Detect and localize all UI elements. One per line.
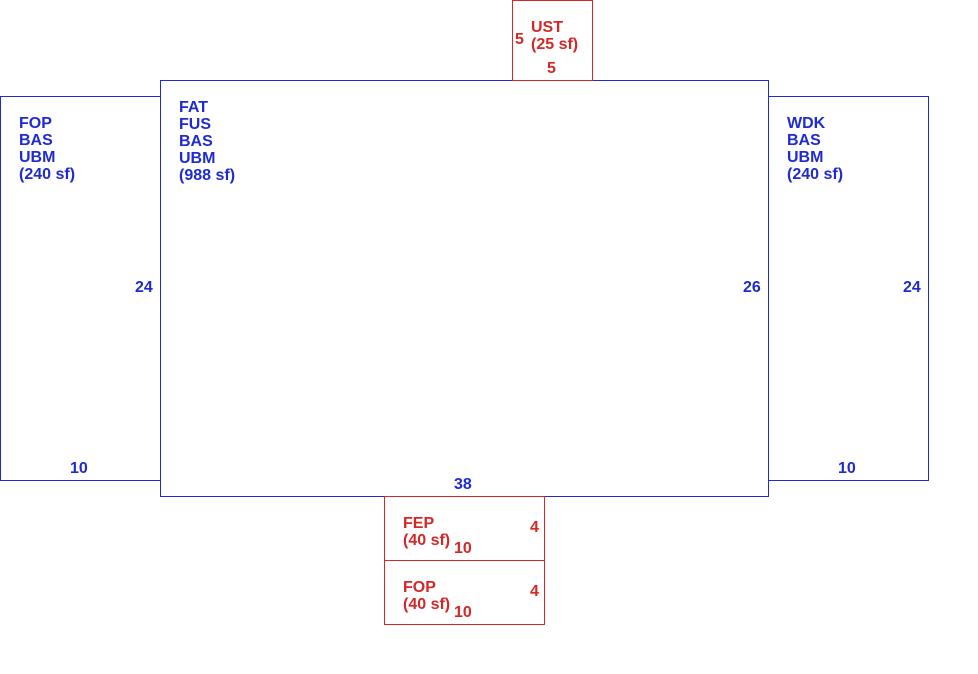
top-area-line-1: UST — [531, 19, 563, 36]
right-area-dim-bottom: 10 — [838, 460, 856, 477]
left-area-label: FOP BAS UBM (240 sf) — [19, 115, 75, 183]
fep-area-dim-right: 4 — [530, 519, 539, 536]
fop-bottom-area-line-1: FOP — [403, 579, 436, 596]
main-area-line-4: UBM — [179, 150, 216, 167]
fop-bottom-area-dim-right: 4 — [530, 583, 539, 600]
top-area-label: UST (25 sf) — [531, 19, 578, 53]
fep-area-dim-bottom: 10 — [454, 540, 472, 557]
left-area-line-3: UBM — [19, 149, 56, 166]
right-area-label: WDK BAS UBM (240 sf) — [787, 115, 843, 183]
fep-area-size: (40 sf) — [403, 532, 451, 549]
right-area — [768, 96, 929, 481]
top-area-dim-left: 5 — [515, 31, 524, 48]
main-area-line-1: FAT — [179, 99, 209, 116]
right-area-dim-right: 24 — [903, 279, 921, 296]
left-area-dim-right: 24 — [135, 279, 153, 296]
top-area-dim-bottom: 5 — [547, 60, 556, 77]
right-area-line-2: BAS — [787, 132, 821, 149]
main-area-line-3: BAS — [179, 133, 213, 150]
right-area-size: (240 sf) — [787, 166, 844, 183]
top-area-size: (25 sf) — [531, 36, 579, 53]
fep-area-label: FEP (40 sf) — [403, 515, 450, 549]
main-area-label: FAT FUS BAS UBM (988 sf) — [179, 99, 235, 184]
fop-bottom-area-label: FOP (40 sf) — [403, 579, 450, 613]
main-area-size: (988 sf) — [179, 167, 236, 184]
fep-area-line-1: FEP — [403, 515, 435, 532]
left-area-dim-bottom: 10 — [70, 460, 88, 477]
top-area — [512, 0, 593, 81]
left-area-size: (240 sf) — [19, 166, 76, 183]
left-area-line-2: BAS — [19, 132, 53, 149]
main-area-dim-right: 26 — [743, 279, 761, 296]
fop-bottom-area-size: (40 sf) — [403, 596, 451, 613]
main-area-line-2: FUS — [179, 116, 211, 133]
main-area — [160, 80, 769, 497]
main-area-dim-bottom: 38 — [454, 476, 472, 493]
right-area-line-1: WDK — [787, 115, 826, 132]
right-area-line-3: UBM — [787, 149, 824, 166]
fop-bottom-area-dim-bottom: 10 — [454, 604, 472, 621]
left-area-line-1: FOP — [19, 115, 52, 132]
fop-bottom-area — [384, 560, 545, 625]
